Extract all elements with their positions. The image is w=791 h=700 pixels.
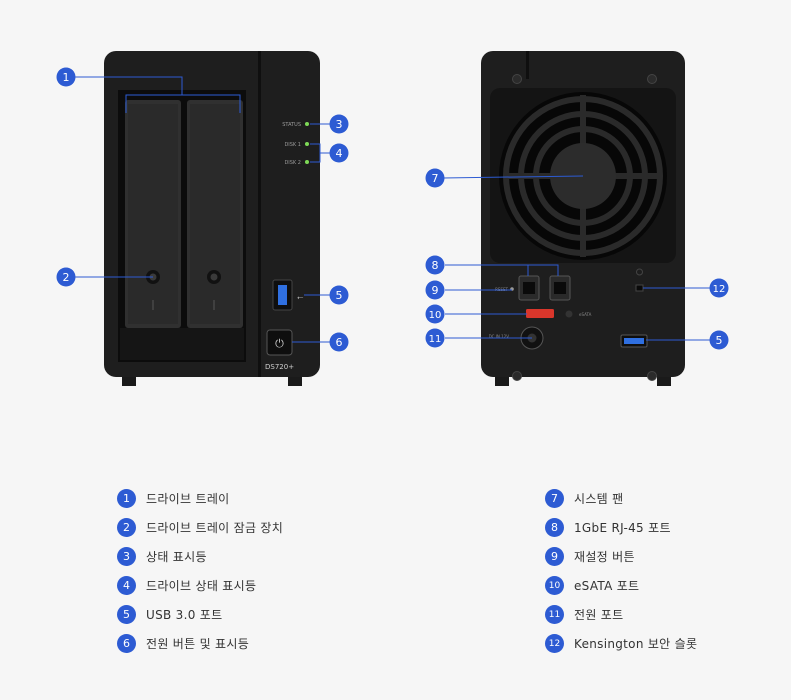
callout-badge: 11 (429, 334, 442, 345)
drive-tray-2[interactable] (187, 100, 243, 328)
system-fan (490, 88, 676, 263)
legend-number: 9 (545, 547, 564, 566)
callout-badges: 1 2 3 4 5 6 7 8 9 10 11 12 5 (56, 67, 729, 352)
dcin-label: DC IN 12V (489, 334, 510, 339)
callout-badge: 6 (336, 336, 343, 349)
callout-badge: 12 (713, 284, 726, 295)
model-label: DS720+ (265, 363, 294, 371)
legend-number: 12 (545, 634, 564, 653)
legend-item: 1 드라이브 트레이 (117, 484, 283, 513)
legend-text: 상태 표시등 (146, 550, 207, 564)
drive-tray-1[interactable] (125, 100, 181, 328)
legend-item: 4 드라이브 상태 표시등 (117, 571, 283, 600)
usb-symbol-icon: ⭠ (297, 293, 304, 302)
legend-number: 2 (117, 518, 136, 537)
legend-item: 7 시스템 팬 (545, 484, 697, 513)
legend-item: 10 eSATA 포트 (545, 571, 697, 600)
esata-label: eSATA (579, 312, 592, 317)
disk2-indicator-label: DISK 2 (284, 160, 301, 166)
status-indicator-label: STATUS (282, 122, 301, 128)
power-icon: ⏻ (275, 337, 284, 350)
legend-item: 6 전원 버튼 및 표시등 (117, 629, 283, 658)
disk2-led (305, 160, 309, 164)
legend-number: 11 (545, 605, 564, 624)
legend-text: 전원 포트 (574, 608, 624, 622)
power-button[interactable]: ⏻ (266, 329, 293, 356)
callout-badge: 5 (716, 334, 723, 347)
legend-number: 7 (545, 489, 564, 508)
esata-port[interactable] (526, 309, 554, 318)
legend-text: 드라이브 상태 표시등 (146, 579, 257, 593)
callout-badge: 9 (432, 284, 439, 297)
legend-item: 9 재설정 버튼 (545, 542, 697, 571)
legend-text: 1GbE RJ-45 포트 (574, 521, 671, 535)
callout-badge: 2 (63, 271, 70, 284)
rj45-port-1[interactable] (518, 275, 540, 301)
legend-number: 8 (545, 518, 564, 537)
legend-number: 4 (117, 576, 136, 595)
legend-text: USB 3.0 포트 (146, 608, 223, 622)
esata-screw-icon (565, 310, 573, 318)
legend-item: 5 USB 3.0 포트 (117, 600, 283, 629)
legend-number: 5 (117, 605, 136, 624)
callout-badge: 7 (432, 172, 439, 185)
legend-item: 2 드라이브 트레이 잠금 장치 (117, 513, 283, 542)
legend-text: 재설정 버튼 (574, 550, 635, 564)
legend-text: 시스템 팬 (574, 492, 624, 506)
legend-item: 8 1GbE RJ-45 포트 (545, 513, 697, 542)
legend-text: 드라이브 트레이 (146, 492, 230, 506)
legend-number: 3 (117, 547, 136, 566)
legend-number: 6 (117, 634, 136, 653)
callout-lines (75, 76, 711, 343)
status-led (305, 122, 309, 126)
disk1-led (305, 142, 309, 146)
legend-number: 10 (545, 576, 564, 595)
kensington-slot[interactable] (635, 284, 644, 292)
lock-icon (636, 268, 643, 276)
legend-left: 1 드라이브 트레이 2 드라이브 트레이 잠금 장치 3 상태 표시등 4 드라이브 … (117, 484, 283, 658)
legend-text: eSATA 포트 (574, 579, 640, 593)
legend-item: 11 전원 포트 (545, 600, 697, 629)
callout-badge: 5 (336, 289, 343, 302)
nas-front-view: STATUS DISK 1 DISK 2 ⭠ ⏻ DS720+ (104, 51, 320, 386)
legend-number: 1 (117, 489, 136, 508)
legend-text: 전원 버튼 및 표시등 (146, 637, 250, 651)
legend-item: 3 상태 표시등 (117, 542, 283, 571)
front-usb-port[interactable] (272, 279, 293, 311)
legend-right: 7 시스템 팬 8 1GbE RJ-45 포트 9 재설정 버튼 10 eSATA 포트… (545, 484, 697, 658)
nas-back-view: RESET eSATA DC IN 12V (481, 51, 685, 386)
callout-badge: 3 (336, 118, 343, 131)
callout-badge: 10 (429, 310, 442, 321)
legend-text: 드라이브 트레이 잠금 장치 (146, 521, 284, 535)
callout-badge: 4 (336, 147, 343, 160)
disk1-indicator-label: DISK 1 (284, 142, 301, 148)
back-usb-port[interactable] (620, 334, 648, 348)
legend-item: 12 Kensington 보안 슬롯 (545, 629, 697, 658)
legend-text: Kensington 보안 슬롯 (574, 637, 698, 651)
rj45-port-2[interactable] (549, 275, 571, 301)
device-diagram: STATUS DISK 1 DISK 2 ⭠ ⏻ DS720+ (56, 51, 729, 386)
callout-badge: 1 (63, 71, 70, 84)
callout-badge: 8 (432, 259, 439, 272)
